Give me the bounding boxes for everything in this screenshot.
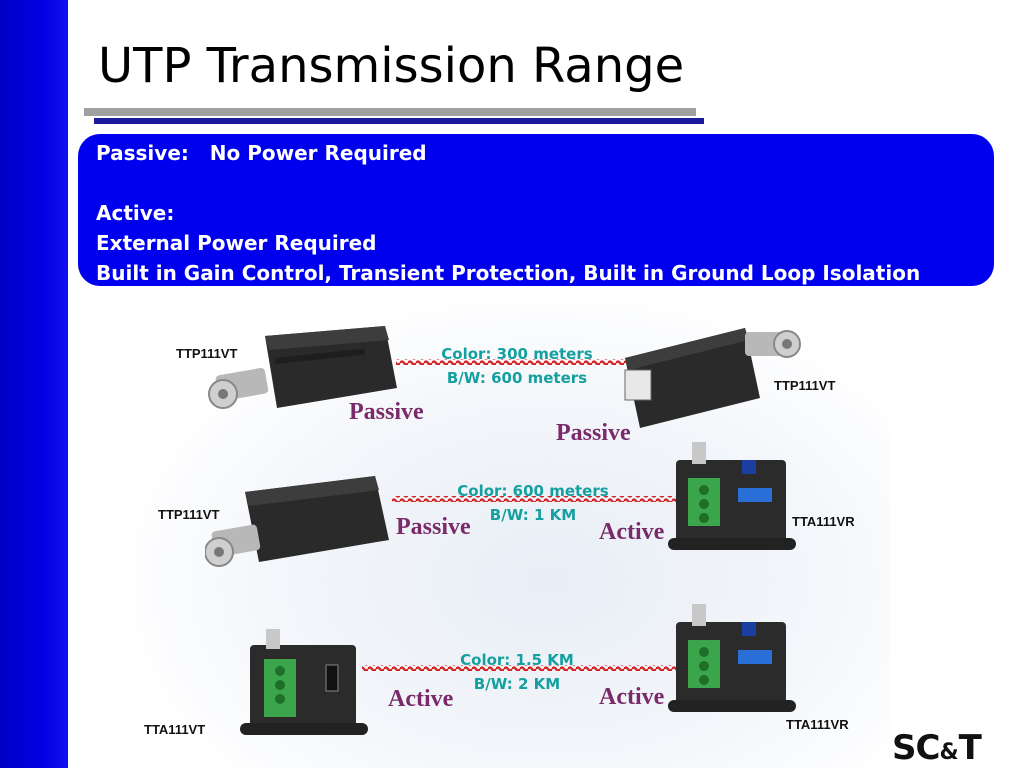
range-bw-row1: B/W: 600 meters xyxy=(446,369,588,387)
logo-text-amp: & xyxy=(939,740,959,765)
active-receiver-right-3 xyxy=(668,604,796,712)
info-box: Passive: No Power Required Active: Exter… xyxy=(78,134,994,286)
info-line-passive: Passive: No Power Required xyxy=(96,141,427,165)
device-label-row1-right: TTP111VT xyxy=(774,378,836,393)
passive-balun-left-2 xyxy=(205,476,389,567)
device-label-row2-left: TTP111VT xyxy=(158,507,220,522)
info-line-features: Built in Gain Control, Transient Protect… xyxy=(96,261,921,285)
device-label-row3-right: TTA111VR xyxy=(786,717,849,732)
info-line-active-heading: Active: xyxy=(96,201,175,225)
mode-label-row2-left: Passive xyxy=(396,514,471,540)
range-bw-row2: B/W: 1 KM xyxy=(489,506,577,524)
device-label-row2-right: TTA111VR xyxy=(792,514,855,529)
range-bw-row3: B/W: 2 KM xyxy=(473,675,561,693)
range-color-row3: Color: 1.5 KM xyxy=(460,651,574,669)
mode-label-row2-right: Active xyxy=(599,519,665,545)
range-color-row2: Color: 600 meters xyxy=(457,482,609,500)
mode-label-row1-right: Passive xyxy=(556,420,631,446)
title-rule-blue xyxy=(94,118,704,124)
active-transmitter-left-3 xyxy=(240,629,368,735)
cable-row-2 xyxy=(392,496,682,502)
range-color-row1: Color: 300 meters xyxy=(441,345,593,363)
mode-label-row3-left: Active xyxy=(388,686,454,712)
info-line-external-power: External Power Required xyxy=(96,231,377,255)
mode-label-row3-right: Active xyxy=(599,684,665,710)
mode-label-row1-left: Passive xyxy=(349,399,424,425)
title-rule-gray xyxy=(84,108,696,116)
sct-logo: SC&T xyxy=(892,728,1022,768)
passive-balun-right-1 xyxy=(624,328,801,428)
slide-title: UTP Transmission Range xyxy=(98,38,685,94)
device-label-row1-left: TTP111VT xyxy=(176,346,238,361)
device-label-row3-left: TTA111VT xyxy=(144,722,206,737)
cable-row-3 xyxy=(362,665,680,671)
logo-text-end: T xyxy=(958,728,982,768)
slide-sidebar xyxy=(0,0,68,768)
cable-row-1 xyxy=(396,359,636,365)
passive-balun-left-1 xyxy=(208,326,397,409)
logo-text-main: SC xyxy=(892,728,940,768)
active-receiver-right-2 xyxy=(668,442,796,550)
